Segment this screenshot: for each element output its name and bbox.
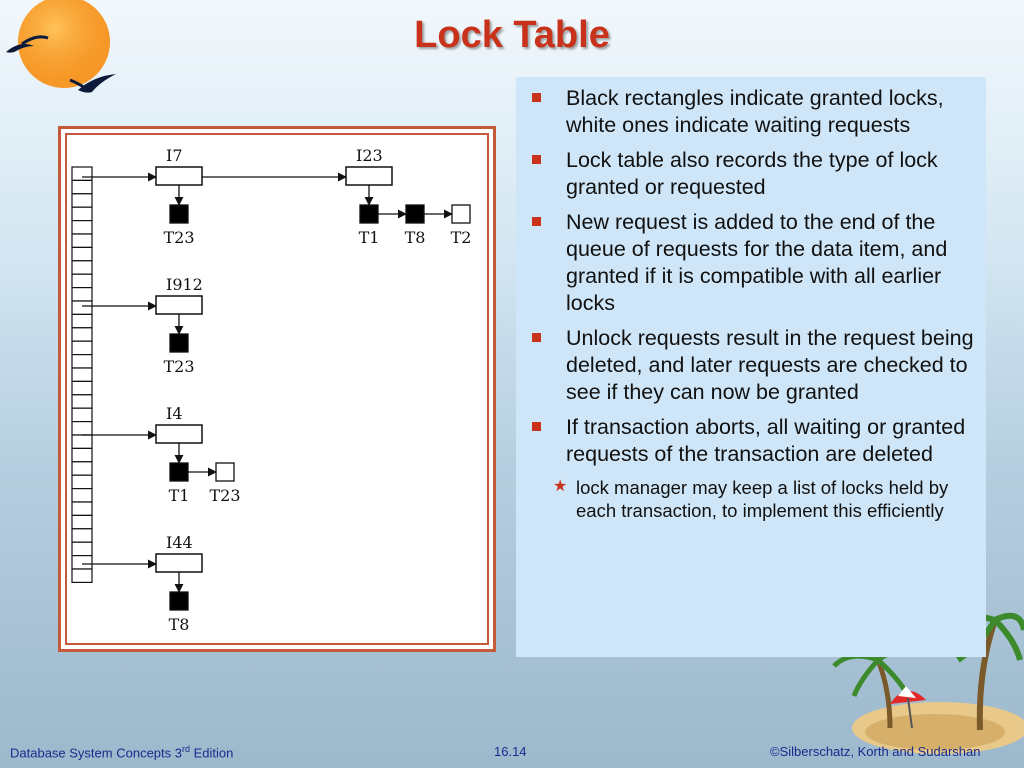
transaction-label: T1 xyxy=(169,486,190,505)
bullet-text: New request is added to the end of the q… xyxy=(566,210,948,315)
hash-bucket-cell xyxy=(71,514,93,530)
hash-bucket-cell xyxy=(71,541,93,557)
hash-table-array xyxy=(71,166,93,583)
granted-lock-box xyxy=(169,204,189,224)
transaction-label: T1 xyxy=(359,228,380,247)
square-bullet-icon xyxy=(532,155,541,164)
data-item-label: I7 xyxy=(166,146,183,165)
bullet-text: Black rectangles indicate granted locks,… xyxy=(566,86,944,137)
data-item-label: I4 xyxy=(166,404,183,423)
sub-bullet-list: ★ lock manager may keep a list of locks h… xyxy=(530,476,974,522)
transaction-label: T23 xyxy=(209,486,240,505)
granted-lock-box xyxy=(405,204,425,224)
hash-bucket-cell xyxy=(71,233,93,248)
hash-bucket-cell xyxy=(71,421,93,436)
sun-birds-clipart xyxy=(6,0,116,93)
hash-bucket-cell xyxy=(71,313,93,329)
bullet-item: Black rectangles indicate granted locks,… xyxy=(530,85,974,139)
transaction-label: T2 xyxy=(451,228,472,247)
bullet-panel: Black rectangles indicate granted locks,… xyxy=(516,77,986,657)
transaction-label: T23 xyxy=(163,228,194,247)
bullet-list: Black rectangles indicate granted locks,… xyxy=(530,85,974,468)
hash-bucket-cell xyxy=(71,367,93,382)
footer-copyright: ©Silberschatz, Korth and Sudarshan xyxy=(770,744,981,759)
transaction-label: T8 xyxy=(405,228,426,247)
square-bullet-icon xyxy=(532,422,541,431)
bullet-text: Lock table also records the type of lock… xyxy=(566,148,938,199)
hash-bucket-cell xyxy=(71,166,93,181)
sub-bullet-text: lock manager may keep a list of locks he… xyxy=(576,477,949,521)
footer-title-suffix: Edition xyxy=(190,745,234,761)
hash-bucket-cell xyxy=(71,300,93,315)
hash-bucket-cell xyxy=(71,555,93,570)
hash-bucket-cell xyxy=(71,287,93,302)
square-bullet-icon xyxy=(532,93,541,102)
bullet-item: New request is added to the end of the q… xyxy=(530,209,974,317)
data-item-box xyxy=(155,295,203,315)
hash-bucket-cell xyxy=(71,461,93,476)
bullet-text: Unlock requests result in the request be… xyxy=(566,326,974,404)
data-item-box xyxy=(345,166,393,186)
square-bullet-icon xyxy=(532,333,541,342)
transaction-label: T23 xyxy=(163,357,194,376)
data-item-label: I44 xyxy=(166,533,193,552)
hash-bucket-cell xyxy=(71,394,93,409)
hash-bucket-cell xyxy=(71,354,93,369)
hash-bucket-cell xyxy=(71,488,93,503)
hash-bucket-cell xyxy=(71,219,93,235)
hash-bucket-cell xyxy=(71,380,93,396)
granted-lock-box xyxy=(359,204,379,224)
footer-title-sup: rd xyxy=(181,744,190,754)
hash-bucket-cell xyxy=(71,206,93,222)
granted-lock-box xyxy=(169,591,189,611)
bullet-item: If transaction aborts, all waiting or gr… xyxy=(530,414,974,468)
bullet-text: If transaction aborts, all waiting or gr… xyxy=(566,415,966,466)
square-bullet-icon xyxy=(532,217,541,226)
hash-bucket-cell xyxy=(71,193,93,208)
data-item-box xyxy=(155,553,203,573)
slide-title: Lock Table xyxy=(414,14,610,56)
hash-bucket-cell xyxy=(71,246,93,262)
hash-bucket-cell xyxy=(71,260,93,275)
hash-bucket-cell xyxy=(71,407,93,423)
footer-course-title: Database System Concepts 3rd Edition xyxy=(10,744,233,760)
hash-bucket-cell xyxy=(71,501,93,516)
hash-bucket-cell xyxy=(71,434,93,449)
data-item-label: I23 xyxy=(356,146,383,165)
bullet-item: Lock table also records the type of lock… xyxy=(530,147,974,201)
waiting-lock-box xyxy=(215,462,235,482)
hash-bucket-cell xyxy=(71,340,93,356)
granted-lock-box xyxy=(169,462,189,482)
footer-page-number: 16.14 xyxy=(494,744,527,759)
granted-lock-box xyxy=(169,333,189,353)
data-item-box xyxy=(155,424,203,444)
transaction-label: T8 xyxy=(169,615,190,634)
star-bullet-icon: ★ xyxy=(553,478,568,495)
data-item-label: I912 xyxy=(166,275,203,294)
hash-bucket-cell xyxy=(71,273,93,289)
data-item-box xyxy=(155,166,203,186)
waiting-lock-box xyxy=(451,204,471,224)
sub-bullet-item: ★ lock manager may keep a list of locks h… xyxy=(553,476,974,522)
hash-bucket-cell xyxy=(71,474,93,490)
hash-bucket-cell xyxy=(71,447,93,463)
hash-bucket-cell xyxy=(71,568,93,583)
hash-bucket-cell xyxy=(71,179,93,195)
bullet-item: Unlock requests result in the request be… xyxy=(530,325,974,406)
hash-bucket-cell xyxy=(71,528,93,543)
hash-bucket-cell xyxy=(71,327,93,342)
footer-title-text: Database System Concepts 3 xyxy=(10,745,182,761)
